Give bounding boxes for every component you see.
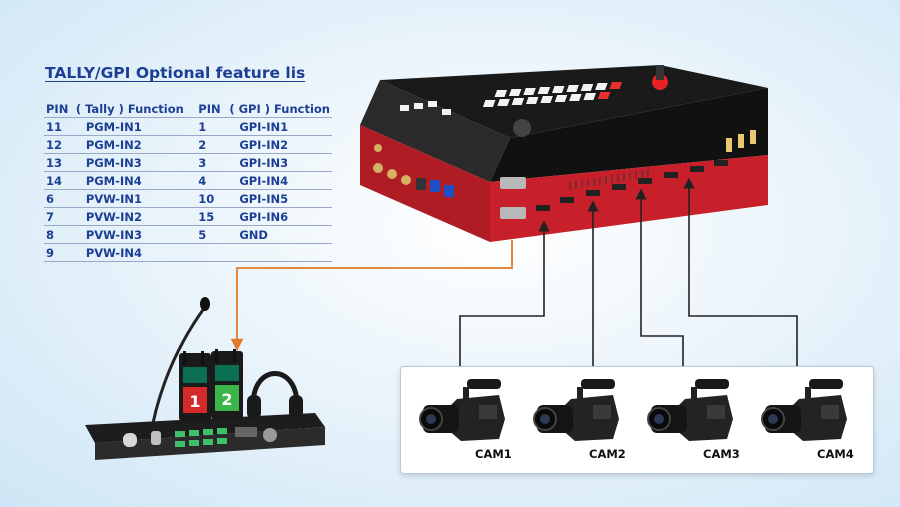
beltpack-1-number: 1 [189,392,200,411]
gpi-pin-cell: 10 [196,189,228,208]
gpi-function-cell: GND [227,225,332,244]
gpi-function-cell: GPI-IN5 [227,189,332,208]
tally-pin-cell: 8 [44,225,74,244]
page-title: TALLY/GPI Optional feature lis [45,64,306,82]
gpi-function-cell: GPI-IN2 [227,135,332,154]
camera-label: CAM3 [703,447,740,461]
tally-pin-cell: 11 [44,117,74,136]
gpi-pin-cell: 3 [196,153,228,172]
camera-item: CAM1 [417,375,527,465]
camera-item: CAM4 [759,375,869,465]
tally-pin-cell: 9 [44,243,74,262]
header-tally-pin: PIN [44,100,74,118]
gpi-function-cell: GPI-IN6 [227,207,332,226]
camera-panel: CAM1 CAM2 CAM3 CAM4 [400,366,874,474]
camera-label: CAM2 [589,447,626,461]
tally-pin-cell: 6 [44,189,74,208]
gpi-function-cell: GPI-IN3 [227,153,332,172]
gpi-pin-cell: 15 [196,207,228,226]
camera-label: CAM1 [475,447,512,461]
camera-item: CAM3 [645,375,755,465]
beltpack-icon: 1 [179,351,211,421]
gpi-function-cell: GPI-IN1 [227,117,332,136]
tally-pin-cell: 7 [44,207,74,226]
tally-function-cell: PVW-IN2 [73,207,197,226]
intercom-base-icon: 1 2 [85,297,325,460]
tally-function-cell: PGM-IN3 [73,153,197,172]
tally-pin-cell: 14 [44,171,74,190]
gpi-function-cell [227,243,332,262]
camera-item: CAM2 [531,375,641,465]
video-switcher-icon [360,65,768,242]
camcorder-icon [645,379,745,453]
camcorder-icon [759,379,859,453]
headset-icon [247,371,303,419]
beltpack-2-number: 2 [221,390,232,409]
tally-function-cell: PGM-IN4 [73,171,197,190]
camera-label: CAM4 [817,447,854,461]
gpi-pin-cell: 4 [196,171,228,190]
tally-function-cell: PGM-IN1 [73,117,197,136]
tally-function-cell: PVW-IN3 [73,225,197,244]
tally-pin-cell: 12 [44,135,74,154]
gpi-pin-cell: 5 [196,225,228,244]
header-gpi-function: ( GPI ) Function [227,100,332,118]
gpi-pin-cell [196,243,228,262]
camcorder-icon [417,379,517,453]
header-tally-function: ( Tally ) Function [73,100,197,118]
tally-function-cell: PGM-IN2 [73,135,197,154]
gpi-function-cell: GPI-IN4 [227,171,332,190]
table-header-row: PIN ( Tally ) Function PIN ( GPI ) Funct… [44,100,332,118]
tally-pin-cell: 13 [44,153,74,172]
beltpack-icon: 2 [211,349,243,419]
tally-function-cell: PVW-IN4 [73,243,197,262]
tally-function-cell: PVW-IN1 [73,189,197,208]
camcorder-icon [531,379,631,453]
gpi-pin-cell: 1 [196,117,228,136]
gpi-pin-cell: 2 [196,135,228,154]
header-gpi-pin: PIN [196,100,228,118]
pin-table: PIN ( Tally ) Function PIN ( GPI ) Funct… [44,100,332,262]
